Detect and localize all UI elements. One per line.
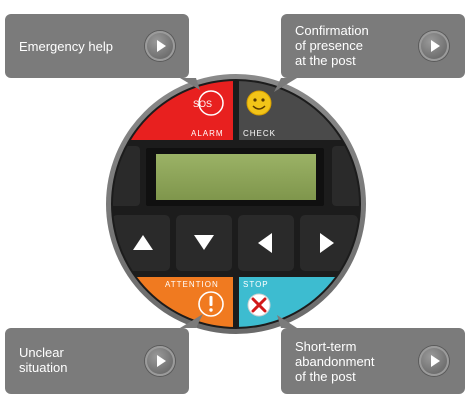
sos-text: SOS bbox=[193, 99, 213, 109]
up-arrow-icon bbox=[133, 235, 153, 250]
short-term-abandonment-label: Short-term abandonment of the post bbox=[295, 339, 375, 384]
exclamation-icon bbox=[198, 291, 224, 317]
emergency-play-button[interactable] bbox=[145, 31, 175, 61]
right-arrow-icon bbox=[320, 233, 334, 253]
shortterm-play-button[interactable] bbox=[419, 346, 449, 376]
unclear-situation-callout[interactable]: Unclear situation bbox=[5, 328, 189, 394]
display-right-key[interactable] bbox=[332, 146, 372, 206]
unclear-pointer bbox=[180, 314, 203, 328]
attention-label: ATTENTION bbox=[165, 280, 219, 289]
confirmation-callout[interactable]: Confirmation of presence at the post bbox=[281, 14, 465, 78]
confirmation-label: Confirmation of presence at the post bbox=[295, 23, 369, 68]
check-label: CHECK bbox=[243, 129, 277, 138]
emergency-help-callout[interactable]: Emergency help bbox=[5, 14, 189, 78]
smiley-icon bbox=[246, 90, 272, 116]
lcd-display bbox=[156, 154, 316, 200]
emergency-pointer bbox=[180, 78, 200, 90]
stop-label: STOP bbox=[243, 280, 269, 289]
down-arrow-icon bbox=[194, 235, 214, 250]
short-term-abandonment-callout[interactable]: Short-term abandonment of the post bbox=[281, 328, 465, 394]
display-left-key[interactable] bbox=[100, 146, 140, 206]
shortterm-pointer bbox=[277, 315, 297, 328]
emergency-help-label: Emergency help bbox=[19, 39, 113, 54]
sos-icon bbox=[198, 90, 224, 116]
confirmation-play-button[interactable] bbox=[419, 31, 449, 61]
alarm-label: ALARM bbox=[191, 129, 224, 138]
left-arrow-icon bbox=[258, 233, 272, 253]
unclear-situation-label: Unclear situation bbox=[19, 345, 68, 375]
cross-icon bbox=[247, 293, 271, 317]
unclear-play-button[interactable] bbox=[145, 346, 175, 376]
confirmation-pointer bbox=[274, 78, 297, 92]
